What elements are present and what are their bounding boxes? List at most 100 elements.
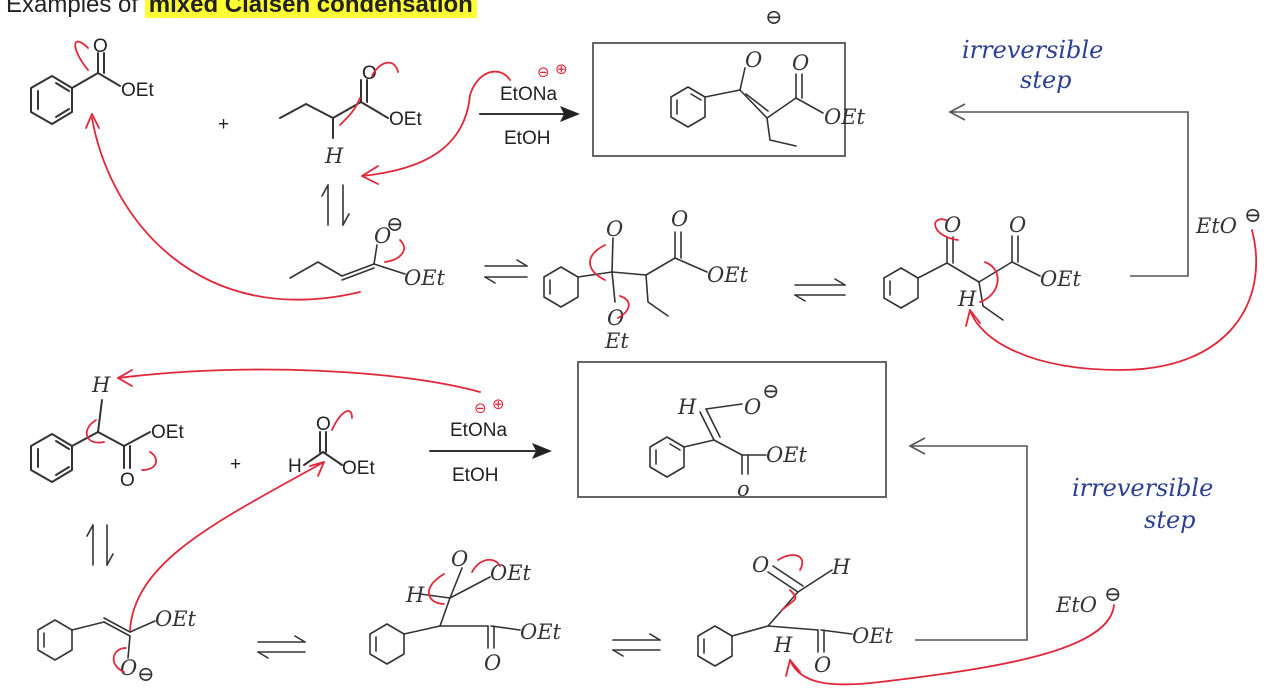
r2-product-o-anion: O — [744, 395, 761, 419]
r2-tetra-oet: OEt — [490, 561, 532, 585]
r1-alpha-h: H — [324, 144, 344, 168]
r2-ethyl-phenylacetate: O OEt H — [30, 373, 184, 491]
r2-equilibrium-vertical — [86, 524, 114, 566]
r1-arrow-enolate-attack — [91, 117, 361, 301]
r1-keto-o1: O — [944, 213, 961, 237]
r2-product-benzene — [649, 436, 685, 478]
r1-beta-keto-ester: O O OEt H — [883, 213, 1082, 321]
r2-arrow-ch-bond — [85, 419, 105, 444]
r1-reagent-minus: ⊖ — [537, 63, 550, 81]
r1-tetra-o-ether: O — [607, 306, 624, 330]
r1-ester1-oet: OEt — [121, 80, 154, 101]
r2-reaction-arrow: EtONa ⊖ ⊕ EtOH — [429, 395, 552, 486]
r1-arrow-carbonyl — [74, 40, 89, 71]
r1-arrow-tetra-leave — [617, 295, 630, 319]
r2-deprotonation-path — [908, 437, 1028, 641]
r2-reagent-minus: ⊖ — [474, 399, 487, 417]
r2-note-line2: step — [1144, 506, 1196, 534]
r2-arrow-aldehyde-o — [777, 554, 804, 571]
r2-enolate: OEt O ⊖ — [37, 607, 197, 686]
r2-enolate-o: O — [120, 656, 137, 680]
r2-arrow-formate-carbonyl — [331, 410, 353, 431]
r2-aldehyde-ester-o: O — [814, 653, 831, 677]
r1-deprotonation-path — [948, 103, 1189, 277]
r1-enolate-minus: ⊖ — [386, 212, 404, 236]
r1-arrow-etoxide — [969, 229, 1257, 371]
r1-equilibrium-vertical — [321, 184, 350, 226]
r1-reagent-plus: ⊕ — [555, 60, 568, 78]
r2-tetra-ester-oet: OEt — [520, 620, 562, 644]
r1-product-oet: OEt — [824, 105, 866, 129]
r2-aldehyde-oet: OEt — [852, 624, 894, 648]
r1-arrow-keto-o — [934, 218, 959, 241]
r1-ethyl-benzoate: O OEt — [30, 36, 154, 125]
r1-product-o-anion: O — [745, 48, 762, 72]
r2-tetra-h: H — [405, 583, 425, 607]
r2-arrow-aldehyde-h — [781, 589, 797, 611]
r2-aldehyde-h: H — [831, 555, 851, 579]
r2-mechanism-arrows — [85, 368, 1115, 686]
r1-keto-alpha-h: H — [957, 287, 977, 311]
r1-ester1-carbonyl-o: O — [93, 36, 108, 57]
r2-formyl-ester: O H OEt H O — [697, 553, 894, 677]
r2-plus: + — [230, 454, 241, 475]
r1-arrow-carbonyl-2 — [371, 61, 399, 77]
r1-equilibrium-1 — [484, 259, 528, 284]
r2-arrow-enolate-attack — [129, 461, 325, 631]
r1-product: ⊖ O O OEt — [670, 5, 866, 147]
r1-arrow-keto-h — [979, 261, 999, 303]
r2-product-box — [577, 361, 887, 498]
r1-ester2-carbonyl-o: O — [362, 63, 377, 84]
r1-product-box — [592, 42, 846, 157]
title-prefix: Examples of — [6, 0, 139, 18]
r2-formate-h: H — [288, 456, 302, 477]
r2-product-minus: ⊖ — [762, 379, 780, 403]
r2-formate-oet: OEt — [342, 458, 375, 479]
r1-keto-oet: OEt — [1040, 267, 1082, 291]
r1-note-line2: step — [1020, 66, 1072, 94]
r2-alpha-h: H — [91, 373, 111, 397]
r1-tetra-carbonyl-o: O — [671, 207, 688, 231]
r2-tetra-ester-o: O — [484, 651, 501, 675]
r1-base-etoxide: EtO — [1195, 214, 1237, 238]
r1-plus: + — [218, 114, 229, 135]
r1-equilibrium-2 — [794, 278, 846, 302]
r2-aldehyde-o: O — [752, 553, 769, 577]
r1-enolate: O ⊖ OEt — [289, 212, 446, 290]
r1-enolate-o: O — [374, 224, 391, 248]
r2-base-minus: ⊖ — [1104, 582, 1122, 606]
r2-enolate-minus: ⊖ — [137, 662, 155, 686]
title-highlight: mixed Claisen condensation — [144, 0, 477, 18]
r1-note-line1: irreversible — [962, 36, 1103, 64]
r2-arrow-base — [117, 368, 481, 393]
r2-tetra-o-anion: O — [451, 547, 468, 571]
r2-arrow-tetra-leave — [471, 558, 501, 573]
r1-reaction-arrow: EtONa ⊖ ⊕ EtOH — [479, 60, 580, 149]
r2-enolate-oet: OEt — [155, 607, 197, 631]
r2-product-oet: OEt — [766, 443, 808, 467]
r1-reagent: EtONa — [500, 84, 557, 105]
r2-solvent: EtOH — [452, 465, 498, 486]
r2-reagent-plus: ⊕ — [492, 395, 505, 413]
r1-product-benzene — [670, 86, 706, 128]
r2-equilibrium-1 — [257, 635, 306, 659]
r1-tetra-et: Et — [604, 329, 629, 353]
r1-arrow-base — [361, 70, 511, 177]
r2-product-carbonyl-o: o — [737, 477, 750, 501]
r2-tetrahedral-intermediate: O OEt H OEt O — [369, 547, 562, 675]
r2-ester1-oet: OEt — [151, 422, 184, 443]
r1-tetra-o-anion: O — [606, 217, 623, 241]
r2-product: H O ⊖ OEt o — [649, 379, 808, 501]
r1-arrow-tetra-o — [589, 244, 606, 281]
page-title: Examples of mixed Claisen condensation — [6, 0, 477, 19]
r1-solvent: EtOH — [504, 128, 550, 149]
r1-arrow-enolate-o — [384, 239, 405, 263]
r1-product-minus: ⊖ — [765, 5, 783, 29]
r1-tetrahedral-intermediate: O O O Et OEt — [543, 207, 749, 353]
r1-mechanism-arrows — [74, 40, 1257, 371]
r2-ethyl-formate: H O OEt — [288, 414, 375, 479]
r2-arrow-tetra-o — [428, 573, 445, 605]
r1-product-carbonyl-o: O — [792, 51, 809, 75]
r2-reagent: EtONa — [450, 420, 507, 441]
